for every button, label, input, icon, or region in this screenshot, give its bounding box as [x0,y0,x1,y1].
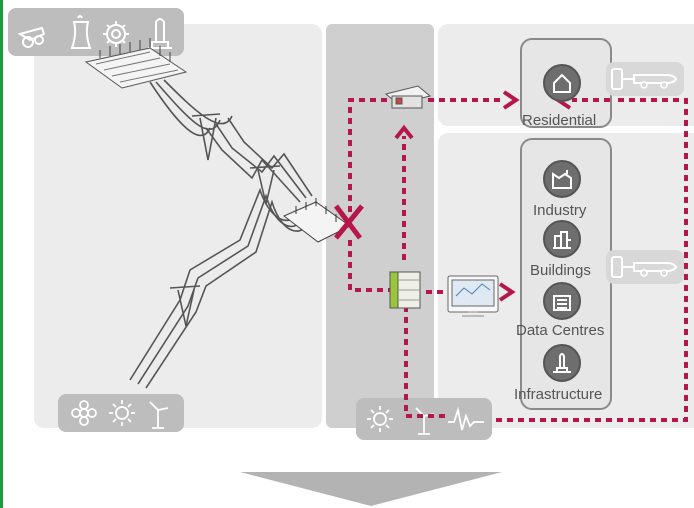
ev-charger-commercial [606,250,684,284]
sun-icon [367,406,393,432]
gear-icon [103,21,129,47]
grid-panel [34,24,322,428]
renewables-icons [71,400,169,429]
power-station [84,38,188,89]
waveform-icon [448,406,484,431]
consumer-label-infrastructure: Infrastructure [514,386,603,403]
sun-icon [109,400,135,426]
left-accent-bar [0,0,3,508]
consumer-label-industry: Industry [533,202,587,219]
electric-vehicle-icon [611,68,678,90]
consumer-label-data-centres: Data Centres [516,322,605,339]
generation-icons [17,15,172,49]
flower-icon [71,400,97,426]
data-centre-icon [543,282,581,320]
buildings-icon [543,220,581,258]
local-sources-icons [367,406,484,435]
electric-vehicle-icon [611,256,678,278]
renewables-icon-bar [58,394,184,432]
arrow-up-to-meter [394,124,414,140]
cannon-icon [17,26,46,48]
house-icon [543,64,581,102]
wind-turbine-icon [149,401,169,429]
consumer-label-residential: Residential [522,112,597,129]
monitoring-screen [447,275,499,317]
ev-charger-residential [606,62,684,96]
transmission-lines [129,79,313,389]
factory-icon [543,160,581,198]
consumer-label-buildings: Buildings [530,262,591,279]
arrow-to-consumers [498,282,516,302]
infrastructure-icon [543,344,581,382]
disconnect-mark [334,204,364,240]
down-arrow [240,472,502,506]
energy-flow-lines [348,98,688,422]
cooling-tower-icon [70,15,92,49]
arrow-to-residential [502,90,520,110]
controller-cabinet [389,271,421,309]
smart-meter [384,85,432,109]
